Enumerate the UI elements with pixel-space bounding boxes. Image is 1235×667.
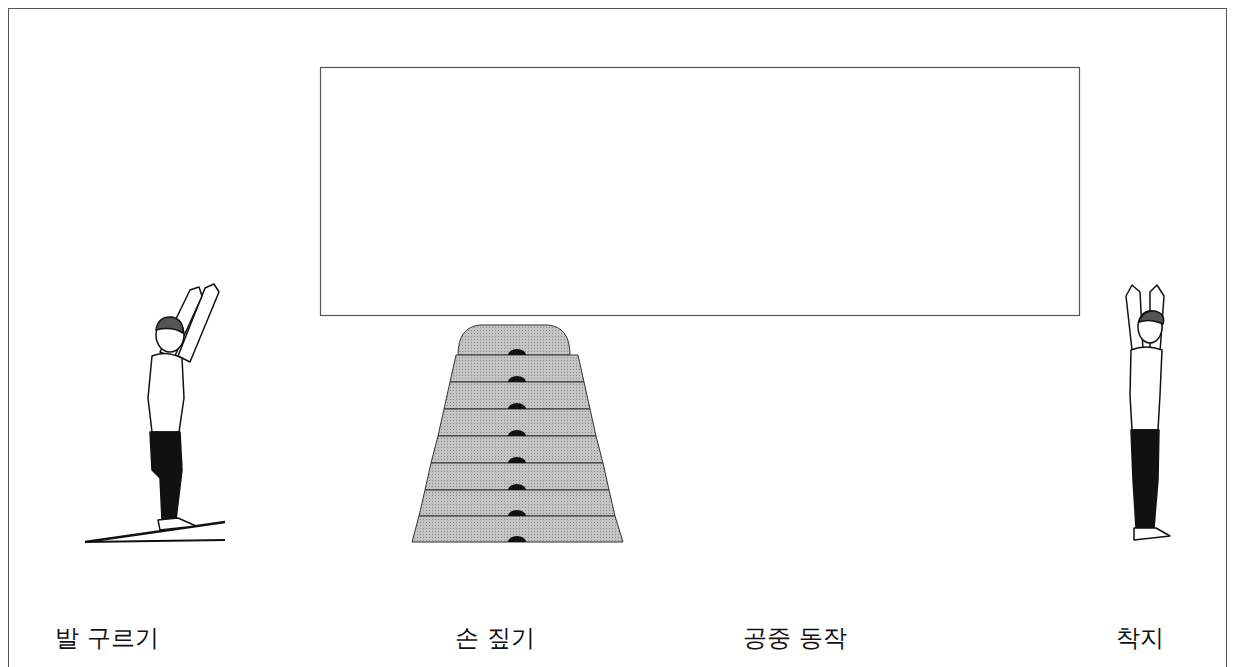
phase-label: 착지 xyxy=(1116,624,1164,653)
gymnast-takeoff xyxy=(85,284,225,542)
phase-label: 손 짚기 xyxy=(455,624,535,653)
phase-label: 공중 동작 xyxy=(743,624,847,653)
outer-frame xyxy=(9,9,1227,667)
empty-box xyxy=(321,68,1080,316)
phase-label: 발 구르기 xyxy=(55,624,159,653)
vaulting-box xyxy=(412,325,623,542)
gymnast-landing xyxy=(1126,285,1170,540)
